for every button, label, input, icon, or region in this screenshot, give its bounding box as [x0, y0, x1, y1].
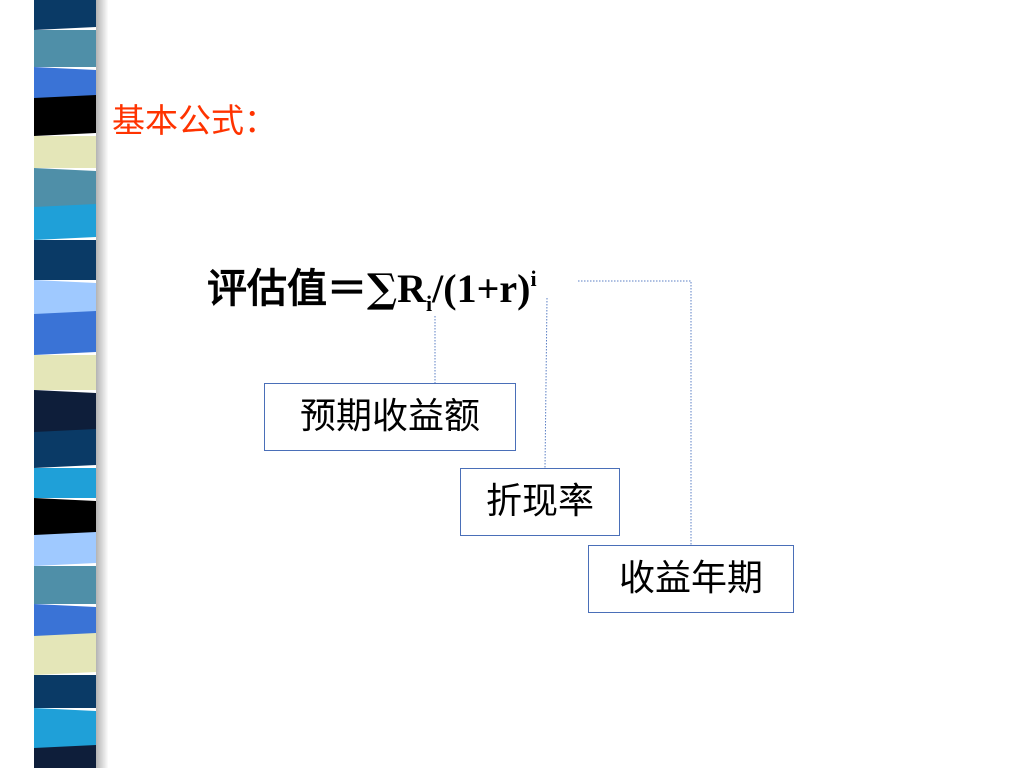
strip-shadow [101, 0, 102, 768]
formula-lhs: 评估值＝∑ [207, 265, 398, 312]
strip-segment [34, 136, 96, 168]
valuation-formula: 评估值＝∑Ri/(1+r)i [207, 268, 537, 315]
strip-segment [34, 468, 96, 498]
strip-shadow [98, 0, 99, 768]
strip-segment [34, 675, 96, 708]
strip-segment [34, 204, 96, 240]
strip-segment [34, 311, 96, 355]
strip-shadow [107, 0, 108, 768]
strip-segment [34, 745, 96, 768]
callout-discount-rate: 折现率 [460, 468, 620, 536]
strip-segment [34, 498, 96, 538]
strip-shadow [99, 0, 100, 768]
strip-segment [34, 0, 96, 30]
strip-shadow [105, 0, 106, 768]
formula-term: R [397, 266, 427, 311]
strip-segment [34, 240, 96, 280]
strip-shadow [106, 0, 107, 768]
formula-exponent: i [530, 266, 537, 291]
callout-expected-return: 预期收益额 [264, 383, 516, 451]
strip-segment [34, 168, 96, 210]
strip-shadow [100, 0, 101, 768]
strip-segment [34, 355, 96, 390]
strip-segment [34, 532, 96, 566]
strip-segment [34, 429, 96, 468]
formula-term-subscript: i [426, 291, 433, 316]
section-heading: 基本公式： [112, 101, 277, 140]
strip-segment [34, 280, 96, 317]
strip-segment [34, 708, 96, 751]
formula-divisor: /(1+r) [432, 266, 531, 311]
strip-segment [34, 566, 96, 604]
strip-segment [34, 95, 96, 136]
strip-shadow [102, 0, 103, 768]
strip-shadow [97, 0, 98, 768]
connector-discount-rate [544, 297, 548, 469]
strip-segment [34, 390, 96, 435]
strip-shadow [104, 0, 105, 768]
decorative-striped-bar [34, 0, 108, 768]
strip-segment [34, 67, 96, 101]
callout-return-period: 收益年期 [588, 545, 794, 613]
strip-shadow [96, 0, 97, 768]
strip-shadow [103, 0, 104, 768]
strip-segment [34, 30, 96, 67]
strip-segment [34, 633, 96, 675]
strip-segment [34, 604, 96, 639]
